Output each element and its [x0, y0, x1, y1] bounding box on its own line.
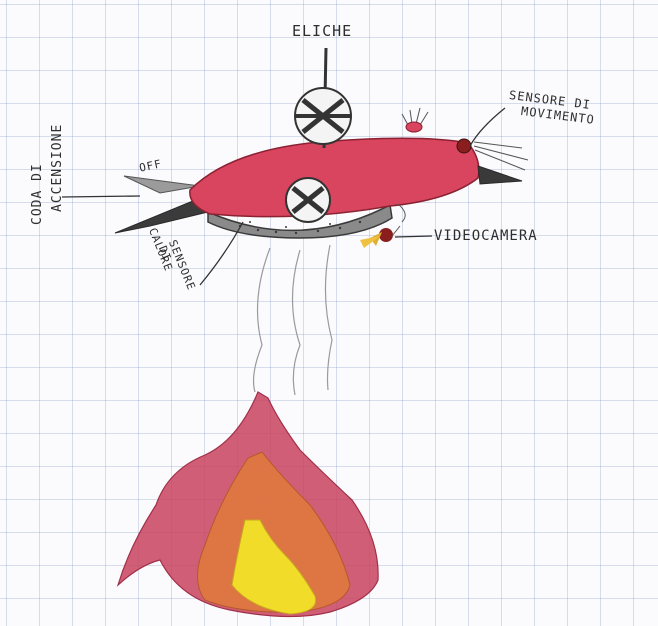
drone-body	[190, 138, 479, 216]
side-propeller	[286, 178, 330, 222]
label-eliche: ELICHE	[292, 22, 352, 40]
label-videocamera: VIDEOCAMERA	[434, 228, 538, 244]
heat-wave-lines	[254, 245, 332, 395]
sensor-whiskers	[474, 142, 528, 170]
fire-drawing	[118, 392, 378, 617]
drone-nose	[478, 166, 522, 184]
tail-fin-upper	[124, 176, 200, 193]
label-coda-1: CODA DI	[30, 163, 45, 225]
top-propeller	[295, 88, 351, 144]
label-coda-2: ACCENSIONE	[50, 124, 65, 212]
motion-sensor-eye	[457, 139, 471, 153]
